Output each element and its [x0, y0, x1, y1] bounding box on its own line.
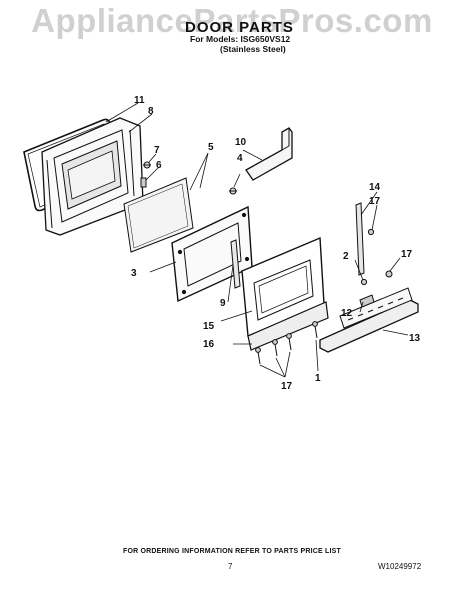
part-side-rail — [355, 202, 365, 276]
callout-2: 2 — [343, 251, 349, 262]
part-glass-panel — [123, 177, 194, 253]
part-bottom-trim — [247, 301, 329, 351]
callout-16: 16 — [203, 339, 215, 350]
part-screw-7 — [143, 161, 151, 169]
callout-3: 3 — [131, 268, 137, 279]
callout-6: 6 — [156, 160, 162, 171]
part-screws-bottom — [255, 321, 318, 365]
callout-10: 10 — [235, 137, 247, 148]
callout-labels: 11 8 7 6 5 3 10 4 9 15 16 17 1 14 17 2 1… — [131, 95, 421, 392]
callout-9: 9 — [220, 298, 226, 309]
callout-12: 12 — [341, 308, 353, 319]
part-inner-door-panel — [41, 117, 144, 236]
document-number: W10249972 — [378, 562, 422, 571]
page-title: DOOR PARTS — [185, 19, 294, 36]
callout-5: 5 — [208, 142, 214, 153]
callout-17-upper: 17 — [369, 196, 381, 207]
part-side-trim — [230, 239, 241, 289]
callout-1: 1 — [315, 373, 321, 384]
part-handle-bracket — [245, 127, 293, 181]
callout-4: 4 — [237, 153, 243, 164]
callout-13: 13 — [409, 333, 421, 344]
models-line: For Models: ISG650VS12 — [190, 34, 291, 44]
callout-11: 11 — [134, 95, 145, 106]
callout-17-bottom: 17 — [281, 381, 293, 392]
callout-7: 7 — [154, 145, 160, 156]
part-screw-4 — [229, 187, 237, 195]
callout-8: 8 — [148, 106, 154, 117]
part-clip-6 — [140, 177, 147, 188]
watermark-text: AppliancePartsPros.com — [31, 2, 433, 39]
leader-lines — [105, 102, 409, 378]
part-screws-right — [360, 228, 393, 286]
callout-15: 15 — [203, 321, 215, 332]
model-info: For Models: ISG650VS12 (Stainless Steel) — [190, 34, 290, 54]
ordering-note: FOR ORDERING INFORMATION REFER TO PARTS … — [122, 548, 342, 555]
callout-17-right: 17 — [401, 249, 413, 260]
variant-line: (Stainless Steel) — [220, 44, 286, 54]
part-vent-assembly — [319, 287, 419, 353]
callout-14: 14 — [369, 182, 381, 193]
page-number: 7 — [228, 562, 233, 571]
